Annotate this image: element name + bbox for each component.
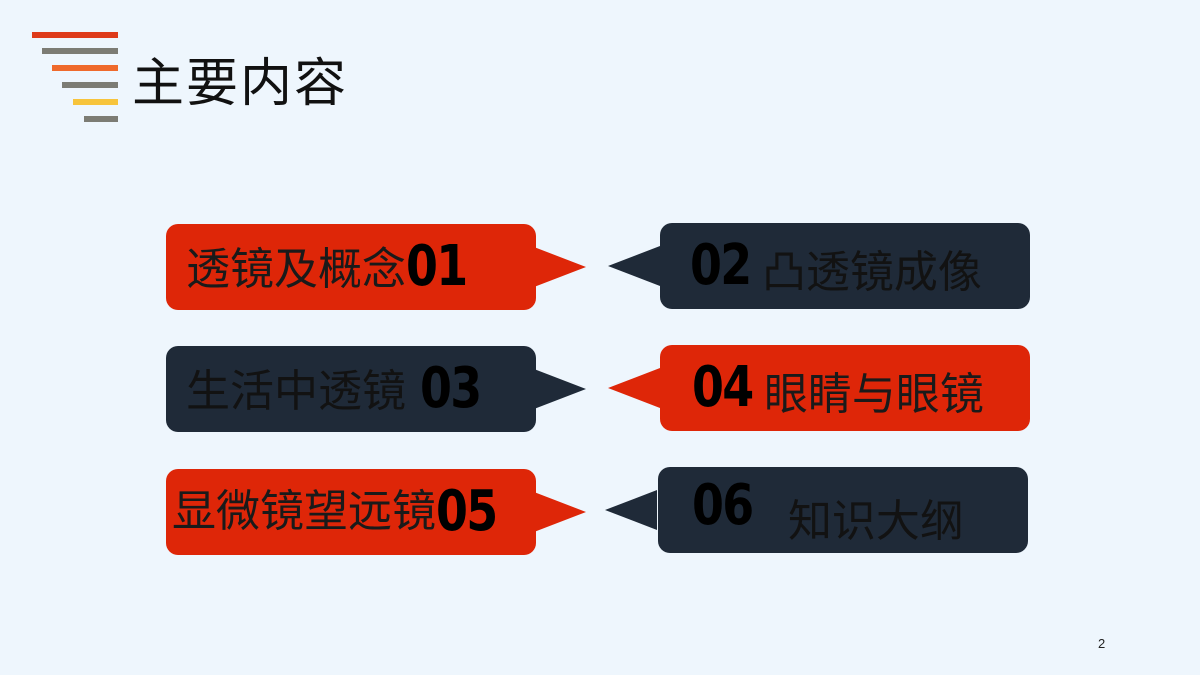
menu-item-number: 03 xyxy=(420,356,482,421)
stripe-2 xyxy=(42,48,118,54)
menu-item-number: 06 xyxy=(692,473,754,538)
menu-item-05[interactable]: 显微镜望远镜 05 xyxy=(166,469,536,555)
menu-item-label: 凸透镜成像 xyxy=(761,247,982,298)
arrow-right-01 xyxy=(534,247,586,287)
menu-item-number: 04 xyxy=(692,355,754,420)
menu-item-03[interactable]: 生活中透镜 03 xyxy=(166,346,536,432)
arrow-left-06 xyxy=(605,490,657,530)
decorative-stripes xyxy=(0,0,130,130)
menu-item-02[interactable]: 02 凸透镜成像 xyxy=(660,223,1030,309)
menu-item-label: 生活中透镜 xyxy=(186,366,406,417)
menu-item-number: 02 xyxy=(690,233,752,298)
menu-item-label: 眼睛与眼镜 xyxy=(763,369,984,420)
page-number: 2 xyxy=(1098,636,1106,651)
menu-item-label: 知识大纲 xyxy=(787,496,964,547)
arrow-right-03 xyxy=(534,369,586,409)
stripe-1 xyxy=(32,32,118,38)
menu-item-label: 显微镜望远镜 xyxy=(172,486,436,537)
arrow-right-05 xyxy=(534,492,586,532)
stripe-4 xyxy=(62,82,118,88)
menu-item-number: 01 xyxy=(406,234,468,299)
menu-item-01[interactable]: 透镜及概念 01 xyxy=(166,224,536,310)
stripe-6 xyxy=(84,116,118,122)
menu-item-04[interactable]: 04 眼睛与眼镜 xyxy=(660,345,1030,431)
arrow-left-04 xyxy=(608,368,660,408)
menu-item-number: 05 xyxy=(436,479,498,544)
menu-item-06[interactable]: 06 知识大纲 xyxy=(658,467,1028,553)
page-title: 主要内容 xyxy=(132,54,349,114)
stripe-5 xyxy=(73,99,118,105)
stripe-3 xyxy=(52,65,118,71)
arrow-left-02 xyxy=(608,246,660,286)
menu-item-label: 透镜及概念 xyxy=(186,244,406,295)
